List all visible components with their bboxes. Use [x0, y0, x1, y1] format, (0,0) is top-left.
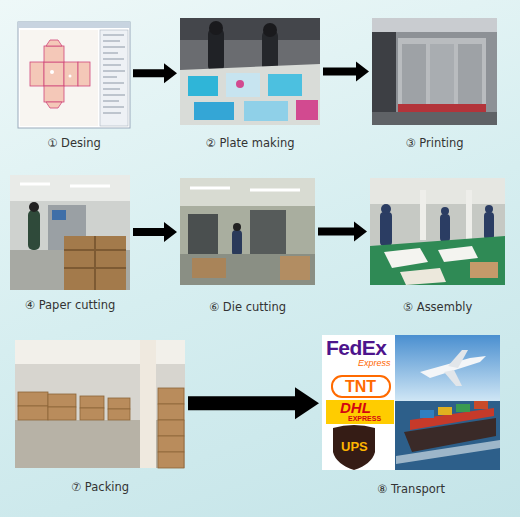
process-step: ② Plate making: [180, 18, 320, 150]
flow-arrow: [188, 387, 319, 419]
process-step: ③ Printing: [372, 18, 497, 150]
logo-text: FedEx: [326, 336, 387, 359]
photo-area: [370, 178, 505, 285]
logo-text: DHL: [340, 400, 371, 417]
paper-cutting-photo: [10, 175, 130, 290]
photo-area: [180, 178, 315, 285]
process-step: ⑦ Packing: [15, 340, 185, 494]
flow-arrow: [133, 63, 177, 83]
printing-photo: [372, 18, 497, 125]
photo-area: [18, 22, 130, 128]
step-caption: ① Desing: [18, 136, 130, 150]
logo-text: Express: [358, 359, 391, 369]
step-caption: ④ Paper cutting: [10, 298, 130, 312]
step-caption: ⑧ Transport: [322, 482, 500, 496]
assembly-photo: [370, 178, 505, 285]
packing-photo: [15, 340, 185, 468]
flow-arrow: [323, 62, 369, 82]
flow-arrow: [133, 222, 177, 242]
photo-area: [10, 175, 130, 290]
step-caption: ⑤ Assembly: [370, 300, 505, 314]
photo-area: [15, 340, 185, 468]
die-cutting-photo: [180, 178, 315, 285]
photo-area: [372, 18, 497, 125]
process-step: ① Desing: [18, 22, 130, 150]
process-step: ④ Paper cutting: [10, 175, 130, 312]
logo-text: TNT: [345, 378, 376, 396]
plate-making-photo: [180, 18, 320, 125]
transport-photo: [322, 335, 500, 470]
step-caption: ⑥ Die cutting: [180, 300, 315, 314]
process-step: ⑥ Die cutting: [180, 178, 315, 314]
step-caption: ② Plate making: [180, 136, 320, 150]
process-step: ⑤ Assembly: [370, 178, 505, 314]
photo-area: [180, 18, 320, 125]
flow-arrow: [318, 222, 367, 242]
step-caption: ⑦ Packing: [15, 480, 185, 494]
logo-text: EXPRESS: [348, 415, 381, 423]
step-caption: ③ Printing: [372, 136, 497, 150]
logo-text: UPS: [341, 440, 368, 454]
design-photo: [18, 22, 130, 128]
